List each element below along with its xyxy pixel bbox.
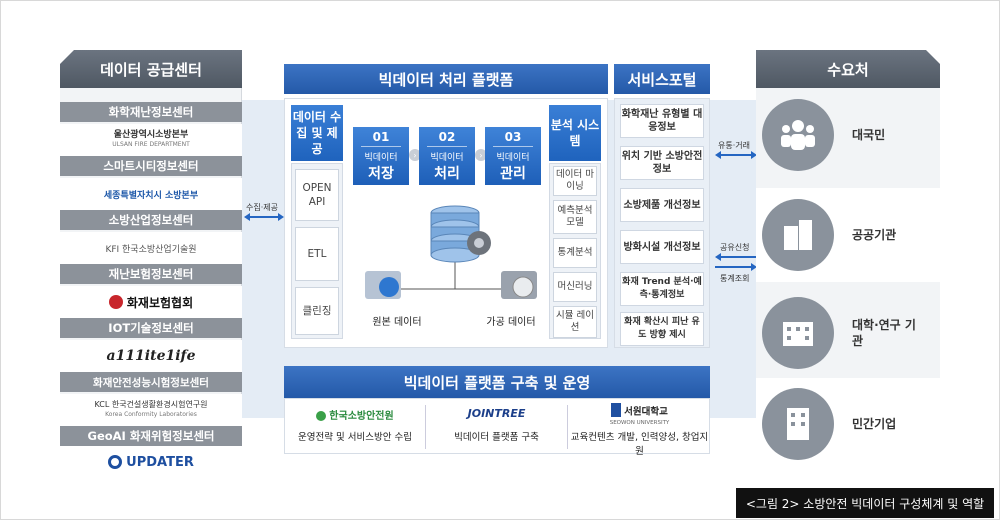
supply-center-list: 화학재난정보센터 울산광역시소방본부 ULSAN FIRE DEPARTMENT… <box>60 88 242 478</box>
kfi-logo: KFI 한국소방산업기술원 <box>60 232 242 264</box>
supply-section-label: 소방산업정보센터 <box>60 210 242 230</box>
kcl-logo: KCL 한국건설생활환경시험연구원 Korea Conformity Labor… <box>60 394 242 426</box>
step-sub: 빅데이터 <box>496 152 530 163</box>
step-number: 01 <box>361 130 401 147</box>
seowon-logo: 서원대학교 SEOWON UNIVERSITY <box>568 403 711 428</box>
collect-item-etl: ETL <box>295 227 339 281</box>
figure-caption: <그림 2> 소방안전 빅데이터 구성체계 및 역할 <box>736 488 994 518</box>
platform-title: 빅데이터 처리 플랫폼 <box>284 64 608 94</box>
logo-text: 서원대학교 <box>624 406 668 418</box>
collect-item-open-api: OPEN API <box>295 169 339 221</box>
service-portal-title: 서비스포털 <box>614 64 710 94</box>
consumer-item: 공공기관 <box>756 188 940 282</box>
sejong-fire-logo: 세종특별자치시 소방본부 <box>60 178 242 210</box>
consumer-list: 대국민 공공기관 대학·연구 기관 민간기업 <box>756 88 940 469</box>
service-item: 방화시설 개선정보 <box>620 230 704 264</box>
analysis-item: 데이터 마이닝 <box>553 166 597 196</box>
supply-section-label: 재난보험정보센터 <box>60 264 242 284</box>
service-item: 화학재난 유형별 대응정보 <box>620 104 704 138</box>
university-icon <box>762 297 834 369</box>
flow-arrow-label: 유통·거래 <box>718 141 750 150</box>
updater-logo: UPDATER <box>60 446 242 478</box>
analysis-item: 예측분석 모델 <box>553 200 597 234</box>
jointree-logo: JOINTREE <box>467 407 526 420</box>
consumer-label: 대학·연구 기관 <box>852 318 916 348</box>
service-item: 화재 Trend 분석·예측·통계정보 <box>620 272 704 306</box>
kfpa-logo: 화재보험협회 <box>60 286 242 318</box>
service-item: 위치 기반 소방안전정보 <box>620 146 704 180</box>
share-arrow-icon <box>715 253 757 271</box>
consumer-item: 대국민 <box>756 88 940 182</box>
divider <box>425 405 426 449</box>
supply-section-label: 화재안전성능시험정보센터 <box>60 372 242 392</box>
kfsi-logo: 한국소방안전원 <box>285 407 425 422</box>
raw-data-label: 원본 데이터 <box>372 317 422 328</box>
divider <box>567 405 568 449</box>
partner-role: 빅데이터 플랫폼 구축 <box>454 432 539 443</box>
logo-text: 한국소방안전원 <box>329 411 394 422</box>
supply-center-title: 데이터 공급센터 <box>60 50 242 88</box>
service-item: 소방제품 개선정보 <box>620 188 704 222</box>
seowon-mark-icon <box>611 403 622 417</box>
building-icon <box>762 199 834 271</box>
kfpa-mark-icon <box>108 295 123 309</box>
share-arrow-label: 공유신청 <box>720 243 750 252</box>
people-icon <box>762 99 834 171</box>
logo-text: UPDATER <box>126 454 194 470</box>
service-portal-panel <box>614 98 710 348</box>
supply-section-label: 화학재난정보센터 <box>60 102 242 122</box>
step-label: 관리 <box>500 165 526 182</box>
analysis-item: 시뮬 레이션 <box>553 306 597 338</box>
supply-section-label: 스마트시티정보센터 <box>60 156 242 176</box>
database-diagram-icon <box>365 205 537 299</box>
consumer-title: 수요처 <box>756 50 940 88</box>
supply-section-label: IOT기술정보센터 <box>60 318 242 338</box>
service-item: 화재 확산시 피난 유도 방향 제시 <box>620 312 704 346</box>
office-building-icon <box>762 387 834 460</box>
collect-head: 데이터 수집 및 제공 <box>291 105 343 161</box>
step-sub: 빅데이터 <box>364 152 398 163</box>
build-operate-title: 빅데이터 플랫폼 구축 및 운영 <box>284 366 710 398</box>
step-label: 처리 <box>434 165 460 182</box>
step-arrow-icon: › <box>475 149 487 161</box>
platform-panel: 데이터 수집 및 제공 OPEN API ETL 클린징 01 빅데이터 저장 … <box>284 98 608 348</box>
supply-section-label: GeoAI 화재위험정보센터 <box>60 426 242 446</box>
logo-subtext: Korea Conformity Laboratories <box>105 411 197 418</box>
logo-text: 화재보험협회 <box>126 295 194 310</box>
processed-data-label: 가공 데이터 <box>486 317 536 328</box>
step-number: 02 <box>427 130 467 147</box>
step-label: 저장 <box>368 165 394 182</box>
partner-role: 교육컨텐츠 개발, 인력양성, 창업지원 <box>570 432 709 457</box>
step-sub: 빅데이터 <box>430 152 464 163</box>
step-management: 03 빅데이터 관리 <box>485 127 541 185</box>
analysis-item: 머신러닝 <box>553 272 597 302</box>
stats-arrow-label: 통계조회 <box>720 274 750 283</box>
logo-text: KCL 한국건설생활환경시험연구원 <box>94 400 208 409</box>
build-operate-panel: 한국소방안전원 운영전략 및 서비스방안 수립 JOINTREE 빅데이터 플랫… <box>284 398 711 457</box>
allitelife-logo: a111ite1ife <box>60 340 242 372</box>
analysis-head: 분석 시스템 <box>549 105 601 161</box>
consumer-label: 민간기업 <box>852 416 897 431</box>
consumer-item: 대학·연구 기관 <box>756 286 940 380</box>
step-storage: 01 빅데이터 저장 <box>353 127 409 185</box>
analysis-item: 통계분석 <box>553 238 597 268</box>
collect-arrow-icon <box>244 213 284 221</box>
partner-role: 운영전략 및 서비스방안 수립 <box>298 432 412 443</box>
flow-arrow-icon <box>715 151 757 159</box>
consumer-label: 대국민 <box>852 128 886 142</box>
step-processing: 02 빅데이터 처리 <box>419 127 475 185</box>
logo-subtext: ULSAN FIRE DEPARTMENT <box>112 141 190 148</box>
step-arrow-icon: › <box>409 149 421 161</box>
consumer-label: 공공기관 <box>852 228 897 242</box>
consumer-item: 민간기업 <box>756 378 940 469</box>
ulsan-fire-logo: 울산광역시소방본부 ULSAN FIRE DEPARTMENT <box>60 124 242 156</box>
step-number: 03 <box>493 130 533 147</box>
logo-text: 울산광역시소방본부 <box>113 130 189 140</box>
kfsi-mark-icon <box>316 411 327 421</box>
collect-arrow-label: 수집·제공 <box>246 203 278 212</box>
updater-mark-icon <box>108 455 123 469</box>
logo-subtext: SEOWON UNIVERSITY <box>609 419 670 426</box>
collect-item-cleansing: 클린징 <box>295 287 339 335</box>
